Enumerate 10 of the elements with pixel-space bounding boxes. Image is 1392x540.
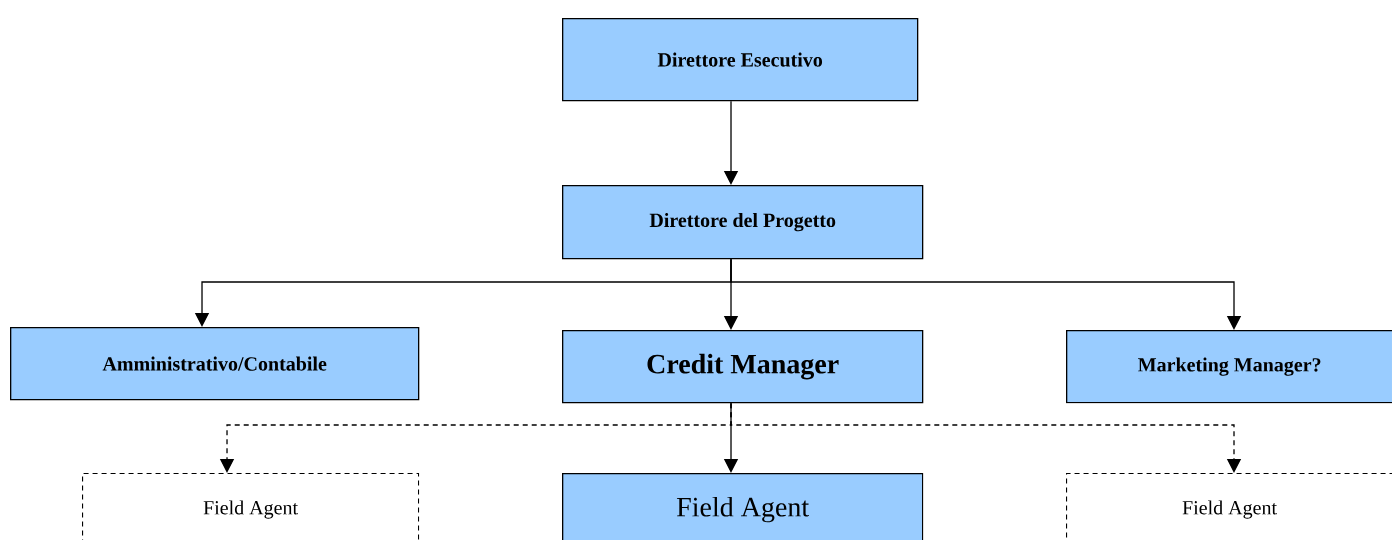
dashed-box: Field Agent [82, 473, 420, 540]
process-box: Amministrativo/Contabile [10, 327, 420, 401]
arrow [730, 402, 1242, 473]
process-box: Field Agent [562, 473, 924, 540]
dashed-box: Field Agent [1066, 473, 1392, 540]
process-box: Direttore del Progetto [562, 185, 924, 260]
process-box: Direttore Esecutivo [562, 18, 919, 102]
arrow [730, 258, 1242, 330]
process-box: Marketing Manager? [1066, 330, 1392, 404]
process-box: Credit Manager [562, 330, 924, 404]
